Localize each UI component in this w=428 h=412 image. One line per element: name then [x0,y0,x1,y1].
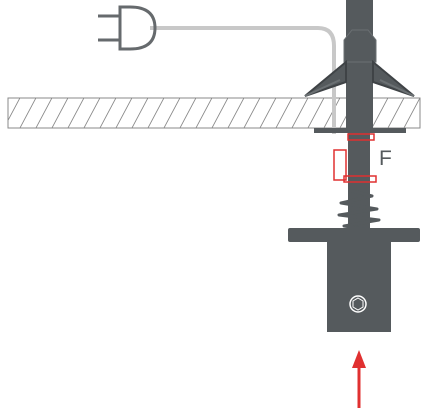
threaded-rod-upper [346,0,373,128]
hex-socket-icon [349,295,367,313]
toggle-wings [304,59,415,97]
power-cable [150,26,336,134]
highlighted-component [333,133,377,183]
up-arrow-icon [352,350,366,408]
tool-body [327,242,391,332]
spring [337,188,381,232]
washer-plate [314,128,406,133]
force-label: F [379,147,392,170]
tool-plate [288,228,420,242]
anchor-nut [343,29,377,63]
power-plug-icon [98,5,157,51]
